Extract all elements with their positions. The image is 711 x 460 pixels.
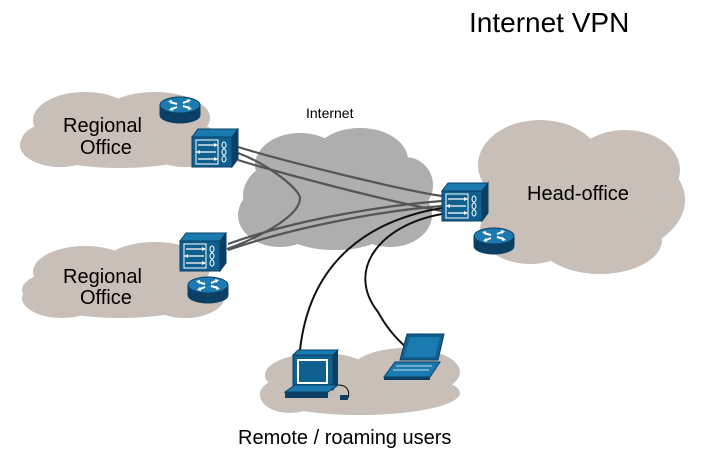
firewall-icon: [441, 182, 489, 222]
laptop-icon: [383, 333, 445, 380]
desktop-computer-icon: [283, 349, 350, 400]
svg-text:Regional: Regional: [63, 115, 142, 137]
regional-office-top-label: Regional Office: [63, 115, 142, 159]
firewall-icon: [191, 128, 239, 168]
vpn-tunnels: [226, 145, 443, 252]
remote-users-label: Remote / roaming users: [238, 427, 451, 449]
firewall-icon: [179, 232, 227, 272]
svg-text:Regional: Regional: [63, 266, 142, 288]
svg-text:Office: Office: [80, 287, 132, 309]
router-icon: [473, 227, 515, 255]
diagram-title: Internet VPN: [469, 7, 629, 38]
remote-user-links: [299, 207, 443, 351]
head-office-label: Head-office: [527, 183, 629, 205]
internet-label: Internet: [306, 105, 354, 121]
router-icon: [187, 276, 229, 304]
svg-text:Office: Office: [80, 137, 132, 159]
regional-office-bottom-label: Regional Office: [63, 266, 142, 309]
router-icon: [159, 96, 201, 124]
